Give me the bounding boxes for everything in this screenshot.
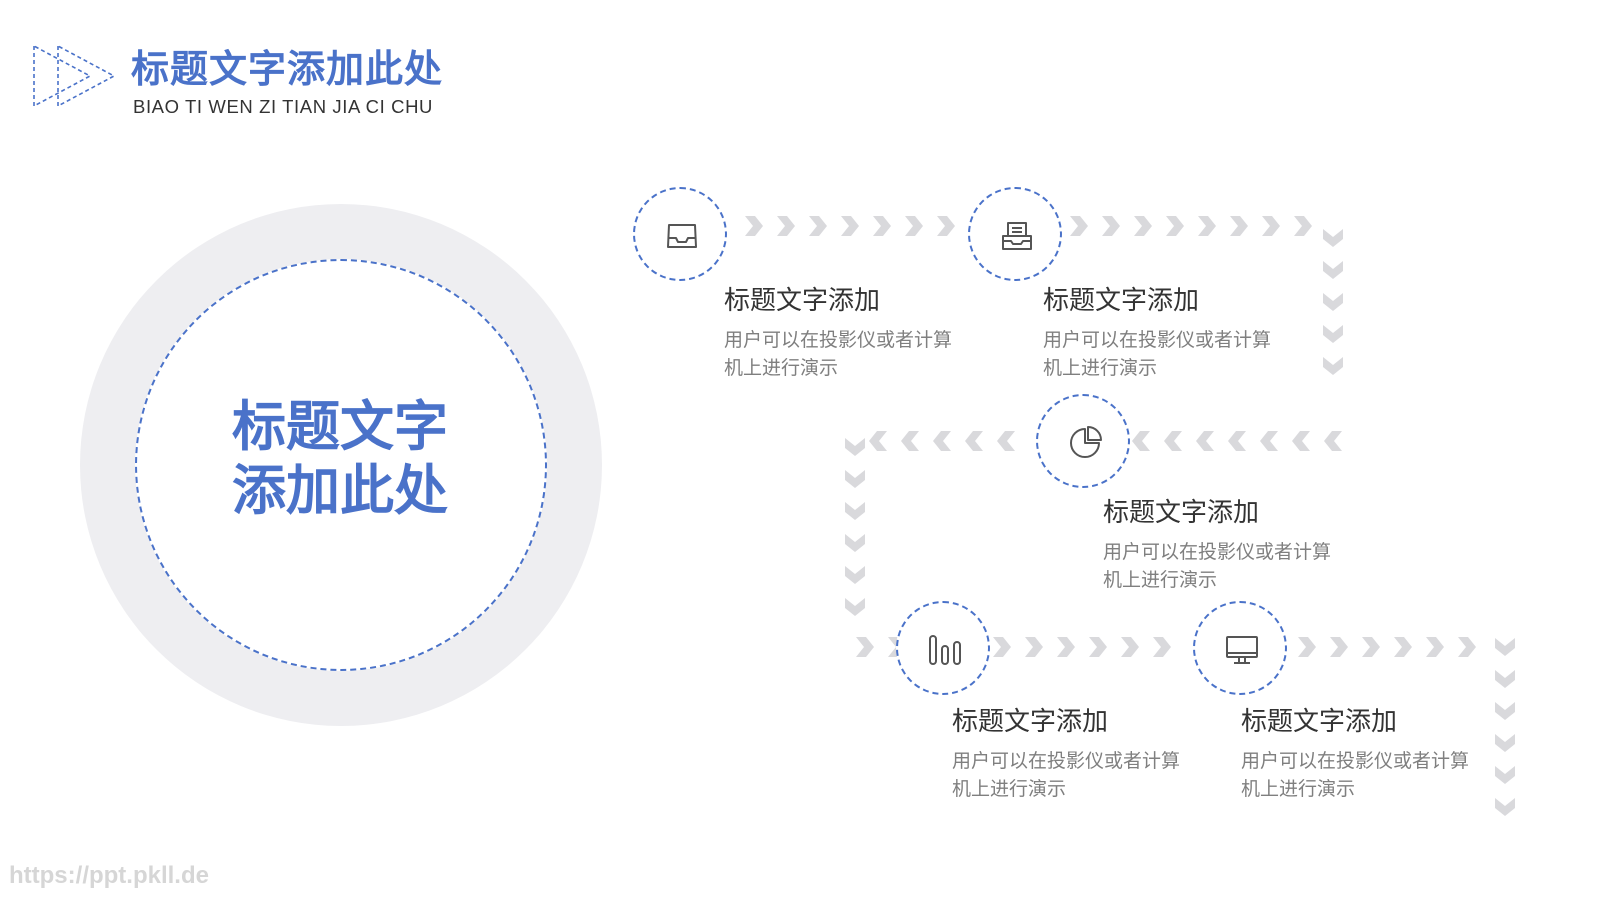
chevron-arrow [993,637,1011,657]
chevron-arrow [1495,638,1515,656]
inbox-tray-icon [667,224,697,248]
chevron-arrow [1323,261,1343,279]
chevron-arrow [1057,637,1075,657]
chevron-arrow [1132,431,1150,451]
chevron-arrow [745,216,763,236]
monitor-icon [1226,636,1258,664]
chevron-arrow [933,431,951,451]
play-arrows-logo-icon [33,44,116,108]
chevron-arrow [845,534,865,552]
chevron-arrow [1362,637,1380,657]
chevron-arrow [869,431,887,451]
chevron-arrow [1458,637,1476,657]
chevron-arrow [1323,357,1343,375]
step-3-desc: 用户可以在投影仪或者计算机上进行演示 [1103,541,1332,591]
chevron-arrow [1166,216,1184,236]
chevron-arrow [845,438,865,456]
step-5-node [1193,601,1287,695]
chevron-arrow [905,216,923,236]
chevron-arrow [1134,216,1152,236]
chevron-arrow [1121,637,1139,657]
chevron-arrow [845,566,865,584]
chevron-arrow [1025,637,1043,657]
page-subtitle: BIAO TI WEN ZI TIAN JIA CI CHU [133,96,433,117]
chevron-arrow [1323,325,1343,343]
watermark-url: https://ppt.pkll.de [9,862,209,889]
chevron-arrow [1228,431,1246,451]
document-tray-icon [1002,222,1032,250]
step-2-desc: 用户可以在投影仪或者计算机上进行演示 [1043,329,1272,379]
chevron-arrow [997,431,1015,451]
step-2-title: 标题文字添加 [1043,286,1200,316]
chevron-arrow [1196,431,1214,451]
step-4-title: 标题文字添加 [952,707,1109,737]
chevron-arrow [1164,431,1182,451]
chevron-arrow [1262,216,1280,236]
chevron-arrow [1495,766,1515,784]
step-2-node [968,187,1062,281]
chevron-arrow [856,637,874,657]
step-5-desc: 用户可以在投影仪或者计算机上进行演示 [1241,750,1470,800]
step-3-node [1036,394,1130,488]
chevron-arrow [1070,216,1088,236]
chevron-arrow [809,216,827,236]
chevron-arrow [1394,637,1412,657]
step-5-title: 标题文字添加 [1241,707,1398,737]
chevron-arrow [873,216,891,236]
chevron-arrow [1198,216,1216,236]
step-3-title: 标题文字添加 [1103,498,1260,528]
step-1-title: 标题文字添加 [724,286,881,316]
chevron-arrow [845,470,865,488]
step-1-node [633,187,727,281]
chevron-arrow [777,216,795,236]
chevron-arrow [901,431,919,451]
chevron-arrow [1298,637,1316,657]
chevron-arrow [841,216,859,236]
chevron-arrow [1495,670,1515,688]
step-4-desc: 用户可以在投影仪或者计算机上进行演示 [952,750,1181,800]
chevron-arrow [1330,637,1348,657]
chevron-arrow [1495,734,1515,752]
chevron-arrow [1260,431,1278,451]
chevron-arrow [1102,216,1120,236]
chevron-arrow [845,598,865,616]
chevron-arrow [1495,702,1515,720]
step-1-desc: 用户可以在投影仪或者计算机上进行演示 [724,329,953,379]
center-heading-line2: 添加此处 [232,459,448,522]
chevron-arrow [1323,229,1343,247]
chevron-arrow [965,431,983,451]
chevron-arrow [1089,637,1107,657]
chevron-arrow [1426,637,1444,657]
chevron-arrow [1292,431,1310,451]
chevron-arrow [937,216,955,236]
chevron-arrow [1230,216,1248,236]
center-heading: 标题文字 添加此处 [180,395,500,523]
chevron-arrow [1323,293,1343,311]
center-heading-line1: 标题文字 [232,395,448,458]
step-4-node [896,601,990,695]
chevron-arrow [845,502,865,520]
chevron-arrow [1294,216,1312,236]
center-inner-dashed-circle [135,259,547,671]
page-title: 标题文字添加此处 [131,47,444,91]
chevron-arrow [1153,637,1171,657]
chevron-arrow [1495,798,1515,816]
chevron-arrow [1324,431,1342,451]
bar-chart-icon [929,635,961,665]
pie-chart-icon [1070,426,1102,458]
